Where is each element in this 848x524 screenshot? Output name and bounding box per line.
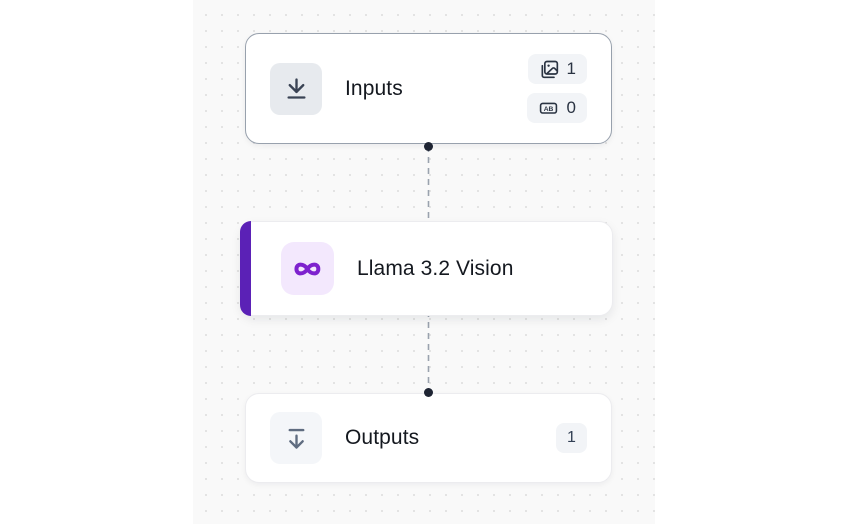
model-node-label: Llama 3.2 Vision	[357, 256, 514, 280]
arrow-down-from-line-icon	[288, 428, 304, 449]
outputs-node-label: Outputs	[345, 426, 420, 449]
text-count-value: 0	[566, 98, 576, 117]
inputs-badges: 1 AB 0	[526, 34, 587, 143]
outputs-count-value: 1	[567, 429, 576, 446]
model-accent-bar	[240, 221, 251, 316]
images-icon	[541, 60, 558, 79]
outputs-count-badge: 1	[556, 423, 587, 453]
inputs-node-label: Inputs	[345, 76, 403, 100]
node-llama-vision[interactable]: Llama 3.2 Vision	[240, 221, 613, 316]
outputs-input-handle[interactable]	[424, 388, 433, 397]
model-icon-box	[281, 242, 334, 295]
node-outputs[interactable]: Outputs 1	[245, 393, 612, 483]
meta-infinity-icon	[293, 262, 320, 275]
text-count-badge: AB 0	[526, 93, 587, 123]
inputs-icon-box	[270, 62, 322, 115]
arrow-down-to-line-icon	[286, 78, 306, 99]
outputs-icon-box	[270, 412, 322, 464]
text-ab-icon: AB	[539, 102, 557, 114]
image-count-badge: 1	[527, 54, 587, 84]
node-inputs[interactable]: Inputs 1 AB 0	[245, 33, 612, 144]
image-count-value: 1	[566, 59, 576, 78]
inputs-output-handle[interactable]	[424, 142, 433, 151]
text-ab-icon-letters: AB	[543, 106, 553, 113]
